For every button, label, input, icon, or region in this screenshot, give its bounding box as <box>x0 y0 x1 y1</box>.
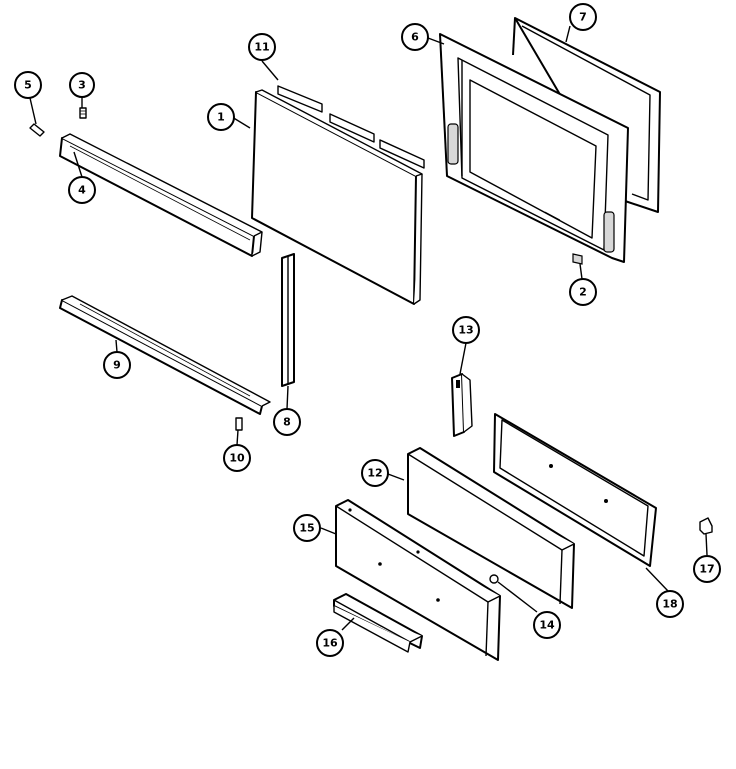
callout-2-label: 2 <box>579 286 587 299</box>
callout-9-label: 9 <box>113 359 121 372</box>
callout-8: 8 <box>273 408 301 436</box>
callout-17-label: 17 <box>699 563 714 576</box>
callout-11-label: 11 <box>254 41 269 54</box>
callout-14-label: 14 <box>539 619 555 632</box>
callout-13: 13 <box>452 316 480 344</box>
leader-lines <box>29 25 708 631</box>
callout-6: 6 <box>401 23 429 51</box>
callout-7: 7 <box>569 3 597 31</box>
callout-8-label: 8 <box>283 416 291 429</box>
callout-7-label: 7 <box>579 11 587 24</box>
callout-14: 14 <box>533 611 561 639</box>
callout-17: 17 <box>693 555 721 583</box>
screw-5 <box>29 123 45 137</box>
callout-9: 9 <box>103 351 131 379</box>
callout-18: 18 <box>656 590 684 618</box>
door-panel <box>407 447 575 609</box>
hinge <box>451 373 473 437</box>
callout-5: 5 <box>14 71 42 99</box>
side-trim-strip <box>281 253 295 387</box>
callout-4-label: 4 <box>78 184 86 197</box>
glass-panel <box>251 89 423 305</box>
callout-11: 11 <box>248 33 276 61</box>
callout-1: 1 <box>207 103 235 131</box>
callout-18-label: 18 <box>662 598 677 611</box>
callout-6-label: 6 <box>411 31 419 44</box>
screw-10 <box>235 417 243 431</box>
callout-12: 12 <box>361 459 389 487</box>
callout-16-label: 16 <box>322 637 338 650</box>
callout-5-label: 5 <box>24 79 32 92</box>
callout-16: 16 <box>316 629 344 657</box>
bottom-trim <box>59 295 271 415</box>
callout-10: 10 <box>223 444 251 472</box>
callout-10-label: 10 <box>229 452 245 465</box>
callout-13-label: 13 <box>458 324 473 337</box>
callout-3: 3 <box>69 72 95 98</box>
top-trim <box>59 133 263 257</box>
screw-14 <box>489 574 499 584</box>
callout-3-label: 3 <box>78 79 86 92</box>
door-frame <box>439 33 629 263</box>
door-handle <box>333 593 423 653</box>
callout-4: 4 <box>68 176 96 204</box>
callout-1-label: 1 <box>217 111 225 124</box>
clip-2 <box>572 253 583 265</box>
insulation-strips <box>277 85 425 169</box>
callout-12-label: 12 <box>367 467 382 480</box>
inner-door-panel <box>493 413 657 567</box>
callout-2: 2 <box>569 278 597 306</box>
callout-15-label: 15 <box>299 522 314 535</box>
outer-door-panel <box>335 499 501 661</box>
knob <box>699 517 713 535</box>
callout-15: 15 <box>293 514 321 542</box>
screw-3 <box>79 107 87 119</box>
